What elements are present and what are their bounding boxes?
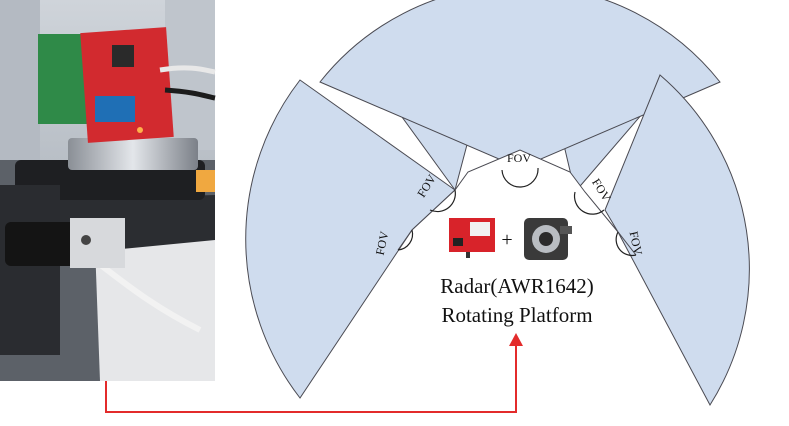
photo-board-chip [112,45,134,67]
plus-sign: + [501,229,512,251]
fov-arc-right [573,191,605,215]
connector-arrow-line [105,345,517,413]
fov-arc-far-right [615,231,637,257]
fov-label-top: FOV [507,151,531,165]
photo-frame-left [0,185,60,355]
photo-camera-mount [70,218,125,268]
fov-sector-left [245,79,456,399]
caption-platform: Rotating Platform [441,303,592,327]
radar-board-icon-connector [470,222,490,236]
radar-board-icon [449,218,495,258]
fov-label-far-left: FOV [373,230,392,257]
rotating-platform-icon [524,218,572,260]
fov-sectors [245,0,750,406]
fov-arc-top [501,167,539,188]
radar-board-icon-pin [466,252,470,258]
caption-radar: Radar(AWR1642) [440,274,593,298]
photo-orange-part [196,170,215,192]
photo-cable [159,65,216,75]
connector-arrow [105,333,523,413]
fov-arc-left [429,189,456,213]
connector-arrow-head [509,333,523,346]
photo-rotating-platform [68,138,198,170]
photo-building [0,0,40,170]
platform-icon-hub [539,232,553,246]
fov-inner-edges [397,149,637,256]
fov-label-far-right: FOV [627,230,646,257]
fov-arcs [397,167,637,257]
radar-board-icon-chip [453,238,463,246]
photo-radar-board [80,27,174,143]
photo-cable [164,87,216,101]
platform-icon-motor [560,226,572,234]
fov-arc-far-left [397,229,414,251]
fov-sector-right [604,74,750,406]
radar-platform-photo [0,0,216,381]
photo-camera-logo [81,235,91,245]
photo-board-led [137,127,143,133]
photo-board-component [95,96,135,122]
photo-camera [5,222,80,266]
fov-sector-top [319,0,721,169]
photo-building [165,0,215,150]
platform-center-area [412,150,618,340]
